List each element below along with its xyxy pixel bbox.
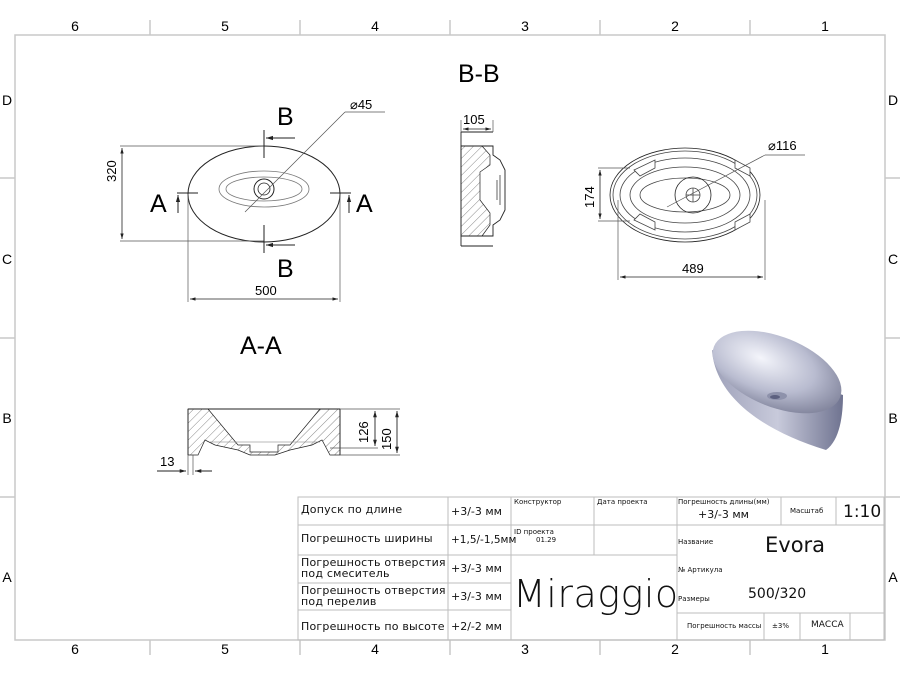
product-name-value: Evora [765, 533, 826, 557]
project-id-value: 01.29 [536, 536, 557, 544]
tolerance-overflow-hole-label-line1: Погрешность отверстия [301, 584, 446, 597]
tolerance-length-label: Допуск по длине [301, 503, 403, 516]
dim-bottom-inner-width: 174 [582, 186, 597, 208]
dim-bottom-diameter: ⌀116 [768, 138, 797, 153]
dim-top-width: 500 [255, 283, 277, 298]
column-label-3-bottom: 3 [521, 641, 529, 657]
mass-tolerance-label: Погрешность массы [687, 622, 762, 630]
constructor-label: Конструктор [514, 498, 562, 506]
basin-3d-render [712, 330, 843, 450]
column-label-6: 6 [71, 18, 79, 34]
column-label-5-bottom: 5 [221, 641, 229, 657]
scale-value: 1:10 [843, 502, 882, 522]
tolerance-overflow-hole-value: +3/-3 мм [451, 590, 502, 603]
size-label: Размеры [678, 595, 710, 603]
dim-aa-wall: 13 [160, 454, 175, 469]
mass-label: МАССА [811, 620, 844, 630]
column-label-2-bottom: 2 [671, 641, 679, 657]
project-id-label: ID проекта [514, 528, 554, 536]
column-label-5: 5 [221, 18, 229, 34]
project-date-label: Дата проекта [597, 498, 648, 506]
row-label-d-right: D [887, 92, 899, 108]
length-tolerance-value: +3/-3 мм [698, 508, 749, 521]
section-aa-view [157, 408, 400, 475]
tolerance-mixer-hole-label: Погрешность отверстия под смеситель [301, 557, 446, 579]
tolerance-mixer-hole-label-line2: под смеситель [301, 567, 390, 580]
tolerance-width-value: +1,5/-1,5мм [451, 534, 517, 546]
dim-bb-depth: 105 [463, 112, 485, 127]
title-block-grid [297, 496, 885, 641]
tolerance-width-label: Погрешность ширины [301, 532, 433, 545]
section-bb-title: B-B [458, 60, 500, 88]
tolerance-overflow-hole-label-line2: под перелив [301, 595, 377, 608]
tolerance-height-label: Погрешность по высоте [301, 620, 445, 633]
top-view [120, 111, 385, 302]
row-label-d: D [1, 92, 13, 108]
mass-tolerance-value: ±3% [772, 622, 789, 630]
column-label-1-bottom: 1 [821, 641, 829, 657]
article-label: № Артикула [678, 566, 723, 574]
dim-aa-total-height: 150 [379, 428, 394, 450]
dim-top-height: 320 [104, 160, 119, 182]
dim-aa-inner-height: 126 [356, 421, 371, 443]
column-label-4: 4 [371, 18, 379, 34]
section-bb-view [460, 120, 506, 247]
dim-bottom-length: 489 [682, 261, 704, 276]
section-mark-b-top: B [277, 103, 294, 131]
tolerance-length-value: +3/-3 мм [451, 505, 502, 518]
column-label-3: 3 [521, 18, 529, 34]
section-aa-title: A-A [240, 332, 282, 360]
tolerance-overflow-hole-label: Погрешность отверстия под перелив [301, 585, 446, 607]
tolerance-height-value: +2/-2 мм [451, 620, 502, 633]
brand-logo-text: Miraggio [513, 572, 679, 616]
column-label-4-bottom: 4 [371, 641, 379, 657]
bottom-view [598, 147, 805, 280]
column-label-1: 1 [821, 18, 829, 34]
row-label-c-right: C [887, 251, 899, 267]
scale-label: Масштаб [790, 507, 824, 515]
row-label-b: B [2, 410, 12, 426]
section-mark-a-left: A [150, 190, 167, 218]
name-label: Название [678, 538, 714, 546]
size-value: 500/320 [748, 586, 807, 602]
length-tolerance-label: Погрешность длины(мм) [678, 498, 770, 506]
row-label-c: C [1, 251, 13, 267]
section-mark-b-bottom: B [277, 255, 294, 283]
row-label-a: A [2, 569, 12, 585]
column-label-2: 2 [671, 18, 679, 34]
tolerance-mixer-hole-value: +3/-3 мм [451, 562, 502, 575]
column-label-6-bottom: 6 [71, 641, 79, 657]
row-label-b-right: B [888, 410, 898, 426]
tolerance-mixer-hole-label-line1: Погрешность отверстия [301, 556, 446, 569]
row-label-a-right: A [888, 569, 898, 585]
section-mark-a-right: A [356, 190, 373, 218]
dim-top-diameter: ⌀45 [350, 97, 373, 112]
